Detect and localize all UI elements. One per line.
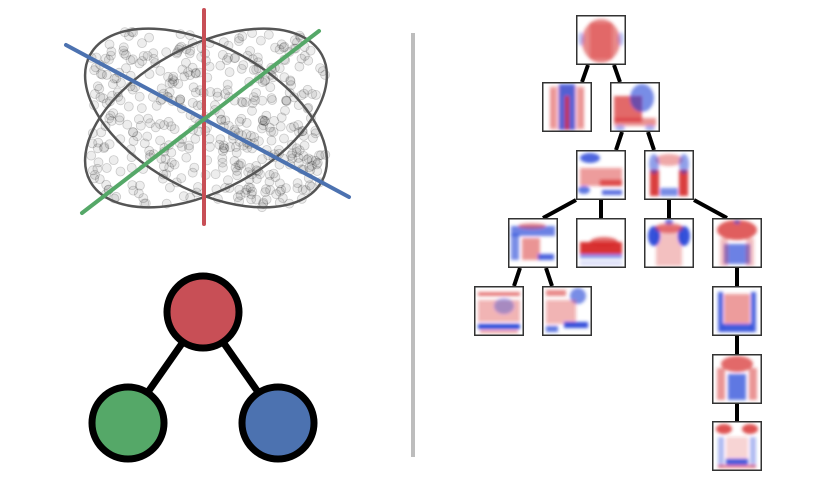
image-tree-tile-pullover-red-top bbox=[712, 218, 762, 268]
image-tree-tile-pullover-blue-body bbox=[712, 354, 762, 404]
image-tree-tile-boot-blue bbox=[508, 218, 558, 268]
image-tree-tile-bag-mixed bbox=[610, 82, 660, 132]
tree-node-root-red bbox=[163, 272, 243, 352]
image-tree-tile-sneaker-red bbox=[576, 218, 626, 268]
scatter-panel bbox=[64, 8, 351, 226]
image-tree-edge bbox=[542, 198, 577, 220]
image-tree-edge bbox=[693, 198, 728, 220]
image-tree-tile-shirt-red bbox=[576, 15, 626, 65]
image-tree-edge bbox=[512, 267, 522, 287]
image-tree-tile-trousers bbox=[542, 82, 592, 132]
small-tree-diagram bbox=[88, 272, 318, 463]
tree-node-left-green bbox=[88, 383, 168, 463]
image-tree-tile-ankle-boot bbox=[542, 286, 592, 336]
image-tree-tile-shoe-mixed bbox=[576, 150, 626, 200]
image-tree-edge bbox=[646, 131, 656, 151]
scatter-axis-blue bbox=[64, 43, 351, 199]
image-tree-tile-sandal-stripe bbox=[474, 286, 524, 336]
image-tree-edge bbox=[612, 64, 622, 83]
image-tree-tile-shirt-blue-hem bbox=[712, 421, 762, 471]
image-tree-tile-coat-blue-edge bbox=[712, 286, 762, 336]
scatter-ellipse-ascending bbox=[83, 27, 329, 209]
scatter-axis-green bbox=[80, 29, 321, 215]
tree-edge-root-right bbox=[220, 339, 261, 395]
image-tree-edge bbox=[580, 64, 590, 83]
tree-node-right-blue bbox=[238, 383, 318, 463]
image-tree-edge bbox=[614, 131, 624, 151]
image-tree-edge bbox=[544, 267, 554, 287]
image-tree-tile-tshirt-blue-sleeves bbox=[644, 218, 694, 268]
image-tree-tile-coat-sleeves bbox=[644, 150, 694, 200]
image-tree-diagram bbox=[474, 15, 762, 471]
tree-edge-root-left bbox=[145, 339, 186, 395]
